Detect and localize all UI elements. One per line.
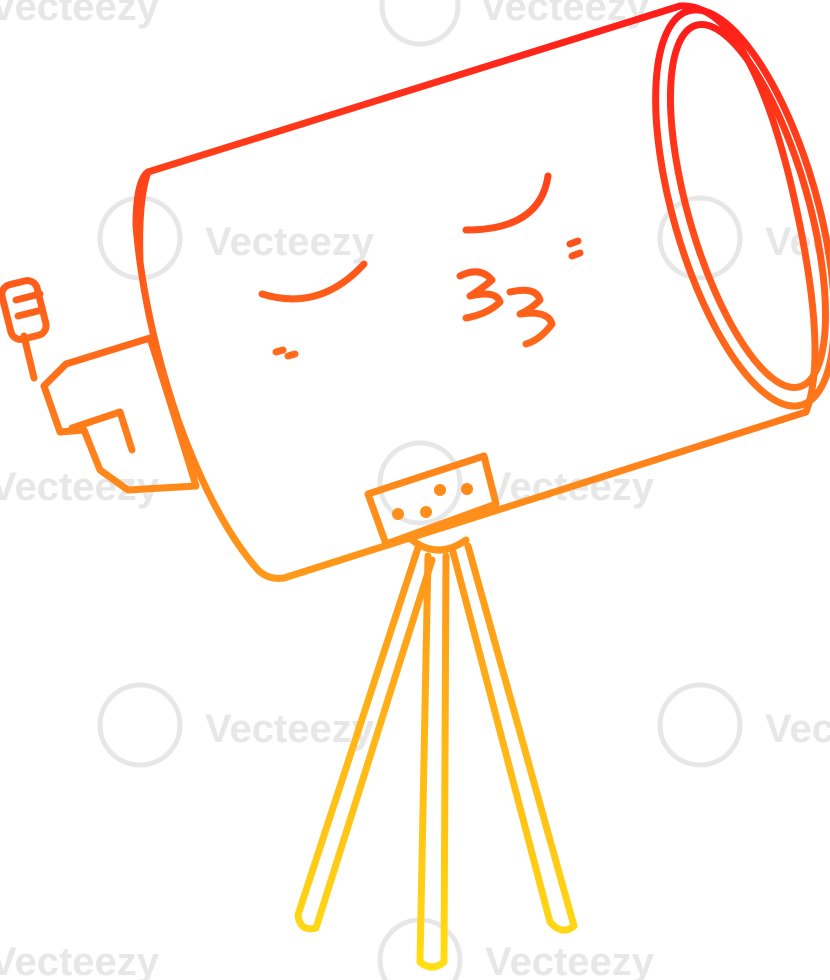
tripod-leg-left <box>294 544 436 933</box>
watermark-row-5: Vecteezy Vecteezy <box>0 917 655 980</box>
watermark-text: Vecteezy <box>0 0 160 29</box>
watermark-text: Vecteezy <box>765 707 830 751</box>
watermark-row-1: Vecteezy Vecteezy <box>0 0 650 47</box>
left-blush <box>272 346 299 360</box>
watermark-row-2: Vecteezy Vecteezy <box>97 195 830 281</box>
watermark-text: Vecteezy <box>205 220 375 264</box>
mount-bolt <box>392 508 404 520</box>
face <box>258 172 584 360</box>
eyepiece-knob <box>0 277 50 343</box>
watermark-row-3: Vecteezy Vecteezy <box>0 440 655 526</box>
mount-bolt <box>434 484 446 496</box>
vecteezy-v-logo-icon <box>97 682 183 768</box>
lens-outer-ring <box>652 6 830 410</box>
eyepiece-grip <box>12 290 46 320</box>
tube-body <box>132 2 819 582</box>
tripod-head <box>408 536 470 554</box>
right-blush <box>566 237 584 260</box>
vecteezy-v-logo-icon <box>657 682 743 768</box>
watermark-row-4: Vecteezy Vecteezy <box>97 682 830 768</box>
mount-bolt <box>461 483 473 495</box>
vecteezy-v-logo-icon <box>379 0 461 47</box>
mount-bolt <box>420 506 432 518</box>
watermark-text: Vecteezy <box>0 940 160 980</box>
lens-inner-ring <box>666 21 830 391</box>
watermark-text: Vecteezy <box>485 940 655 980</box>
tube-rear-rim <box>136 168 152 264</box>
focuser-step <box>68 408 136 454</box>
mount-plate-outline <box>364 452 500 548</box>
puckered-mouth <box>456 268 556 348</box>
eyepiece-assembly <box>0 277 200 494</box>
left-closed-eye <box>258 260 368 303</box>
mount-plate <box>364 452 500 548</box>
tripod-leg-center <box>416 552 450 971</box>
right-closed-eye <box>462 172 552 234</box>
tripod <box>294 536 578 971</box>
tripod-leg-right <box>448 542 578 934</box>
telescope-tube <box>132 2 830 582</box>
watermark-text: Vecteezy <box>205 707 375 751</box>
vecteezy-v-logo-icon <box>657 195 743 281</box>
vecteezy-v-logo-icon <box>377 440 463 526</box>
eyepiece-stem <box>20 332 38 382</box>
focuser-housing <box>40 334 200 494</box>
